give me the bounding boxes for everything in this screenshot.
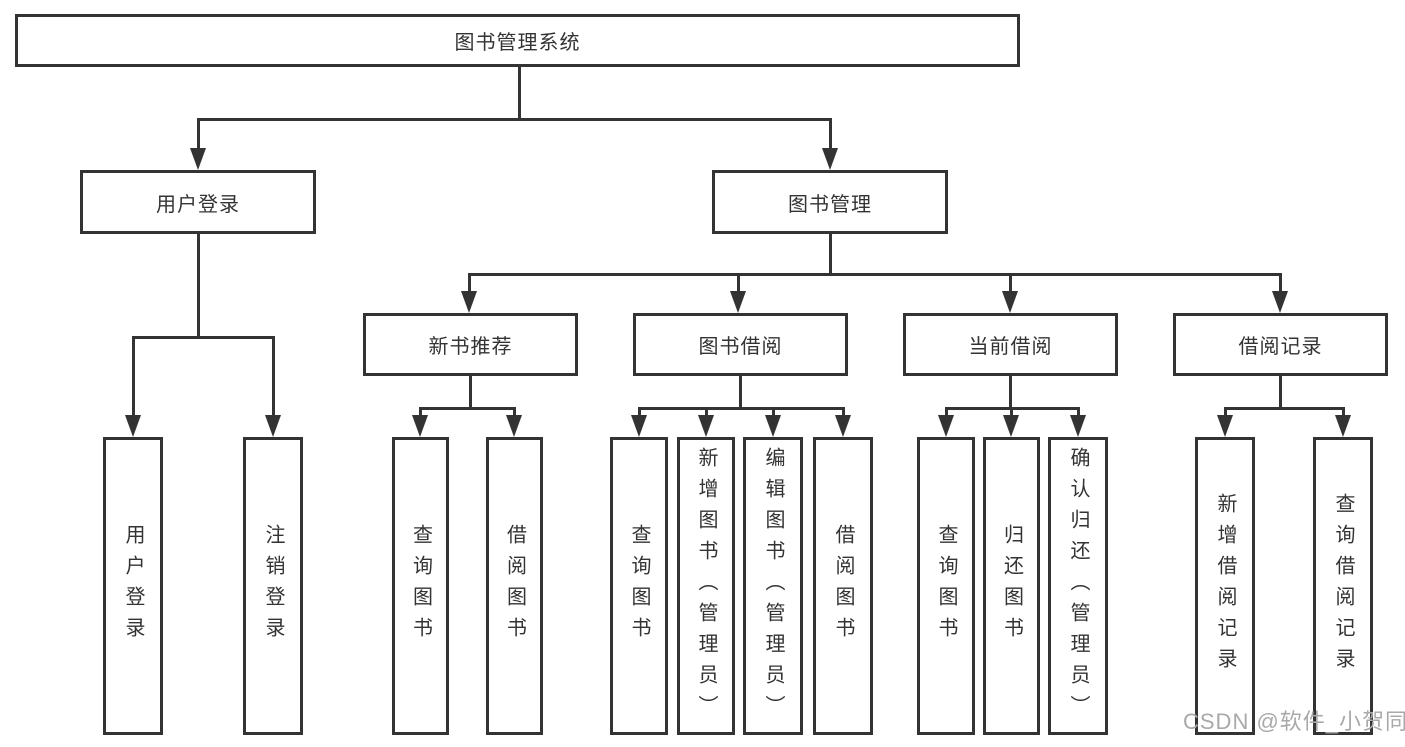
- node-book-borrow-label: 图书借阅: [698, 336, 783, 358]
- node-book-borrow: 图书借阅: [633, 313, 848, 376]
- node-new-book-recommend: 新书推荐: [363, 313, 578, 376]
- node-user-login-label: 用户登录: [156, 193, 240, 216]
- arrow-borrow-edit: [765, 415, 781, 437]
- leaf-edit-book-admin-label: 编辑图书（管理员）: [762, 446, 784, 726]
- leaf-user-login-label: 用户登录: [122, 524, 144, 648]
- connector-root-drop-left: [197, 118, 200, 151]
- node-borrow-records: 借阅记录: [1173, 313, 1388, 376]
- node-root-label: 图书管理系统: [454, 32, 581, 54]
- arrow-to-leaf-logout: [265, 415, 281, 437]
- node-root: 图书管理系统: [15, 14, 1020, 67]
- node-book-management-label: 图书管理: [788, 193, 872, 216]
- leaf-recommend-borrow-books: 借阅图书: [486, 437, 543, 735]
- leaf-add-borrow-record-label: 新增借阅记录: [1214, 493, 1236, 679]
- node-borrow-records-label: 借阅记录: [1238, 336, 1323, 358]
- arrow-recommend-query: [412, 415, 428, 437]
- connector-recommend-drop-2: [513, 407, 516, 417]
- arrow-records-add: [1217, 415, 1233, 437]
- connector-records-drop-1: [1224, 407, 1227, 417]
- connector-records-stem: [1279, 376, 1282, 409]
- leaf-borrow-book-label: 借阅图书: [832, 524, 854, 648]
- connector-userlogin-stem: [197, 234, 200, 338]
- arrow-to-user-login: [190, 148, 206, 170]
- arrow-recommend-borrow: [506, 415, 522, 437]
- connector-borrow-drop-3: [772, 407, 775, 417]
- arrow-borrow-borrow: [835, 415, 851, 437]
- connector-root-drop-right: [829, 118, 832, 151]
- leaf-return-book: 归还图书: [983, 437, 1040, 735]
- arrow-to-leaf-user-login: [125, 415, 141, 437]
- connector-current-stem: [1009, 376, 1012, 409]
- arrow-to-new-book-recommend: [461, 291, 477, 313]
- arrow-to-current-borrow: [1002, 291, 1018, 313]
- arrow-borrow-add: [698, 415, 714, 437]
- connector-root-rail: [197, 118, 832, 121]
- leaf-user-login: 用户登录: [103, 437, 163, 735]
- leaf-confirm-return-admin-label: 确认归还（管理员）: [1067, 446, 1089, 726]
- leaf-borrow-book: 借阅图书: [813, 437, 873, 735]
- leaf-recommend-query-books-label: 查询图书: [409, 524, 432, 648]
- leaf-recommend-borrow-books-label: 借阅图书: [503, 524, 526, 648]
- connector-current-drop-2: [1010, 407, 1013, 417]
- connector-current-rail: [946, 407, 1080, 410]
- node-user-login: 用户登录: [80, 170, 316, 234]
- connector-bookmgmt-rail: [469, 273, 1282, 276]
- node-book-management: 图书管理: [712, 170, 948, 234]
- leaf-logout-label: 注销登录: [262, 524, 284, 648]
- leaf-return-book-label: 归还图书: [1000, 524, 1023, 648]
- connector-current-drop-1: [945, 407, 948, 417]
- connector-bookmgmt-drop-4: [1279, 273, 1282, 293]
- connector-bookmgmt-stem: [829, 234, 832, 275]
- connector-borrow-stem: [739, 376, 742, 409]
- connector-root-stem: [518, 67, 521, 119]
- leaf-borrow-query-books-label: 查询图书: [628, 524, 650, 648]
- leaf-add-book-admin: 新增图书（管理员）: [677, 437, 735, 735]
- leaf-query-borrow-record: 查询借阅记录: [1313, 437, 1373, 735]
- arrow-current-return: [1003, 415, 1019, 437]
- connector-recommend-rail: [420, 407, 516, 410]
- connector-bookmgmt-drop-1: [468, 273, 471, 293]
- connector-userlogin-rail: [133, 336, 275, 339]
- connector-records-drop-2: [1342, 407, 1345, 417]
- arrow-records-query: [1335, 415, 1351, 437]
- node-new-book-recommend-label: 新书推荐: [428, 336, 513, 358]
- leaf-confirm-return-admin: 确认归还（管理员）: [1048, 437, 1108, 735]
- leaf-borrow-query-books: 查询图书: [610, 437, 668, 735]
- arrow-current-confirm: [1070, 415, 1086, 437]
- arrow-current-query: [938, 415, 954, 437]
- connector-current-drop-3: [1077, 407, 1080, 417]
- node-current-borrow: 当前借阅: [903, 313, 1118, 376]
- csdn-watermark: CSDN @软件_小贺同学: [1183, 709, 1405, 734]
- connector-recommend-stem: [469, 376, 472, 409]
- leaf-add-book-admin-label: 新增图书（管理员）: [695, 446, 717, 726]
- arrow-borrow-query: [631, 415, 647, 437]
- leaf-edit-book-admin: 编辑图书（管理员）: [743, 437, 803, 735]
- arrow-to-borrow-records: [1272, 291, 1288, 313]
- leaf-add-borrow-record: 新增借阅记录: [1195, 437, 1255, 735]
- leaf-current-query-books-label: 查询图书: [935, 524, 957, 648]
- connector-userlogin-drop-left: [132, 336, 135, 416]
- node-current-borrow-label: 当前借阅: [968, 336, 1053, 358]
- connector-bookmgmt-drop-3: [1009, 273, 1012, 293]
- connector-borrow-drop-2: [705, 407, 708, 417]
- leaf-query-borrow-record-label: 查询借阅记录: [1332, 493, 1354, 679]
- arrow-to-book-borrow: [730, 291, 746, 313]
- connector-borrow-drop-4: [842, 407, 845, 417]
- connector-userlogin-drop-right: [272, 336, 275, 416]
- connector-borrow-rail: [639, 407, 845, 410]
- leaf-current-query-books: 查询图书: [917, 437, 975, 735]
- connector-borrow-drop-1: [638, 407, 641, 417]
- connector-bookmgmt-drop-2: [737, 273, 740, 293]
- leaf-recommend-query-books: 查询图书: [392, 437, 449, 735]
- connector-records-rail: [1225, 407, 1345, 410]
- arrow-to-book-management: [822, 148, 838, 170]
- connector-recommend-drop-1: [419, 407, 422, 417]
- leaf-logout: 注销登录: [243, 437, 303, 735]
